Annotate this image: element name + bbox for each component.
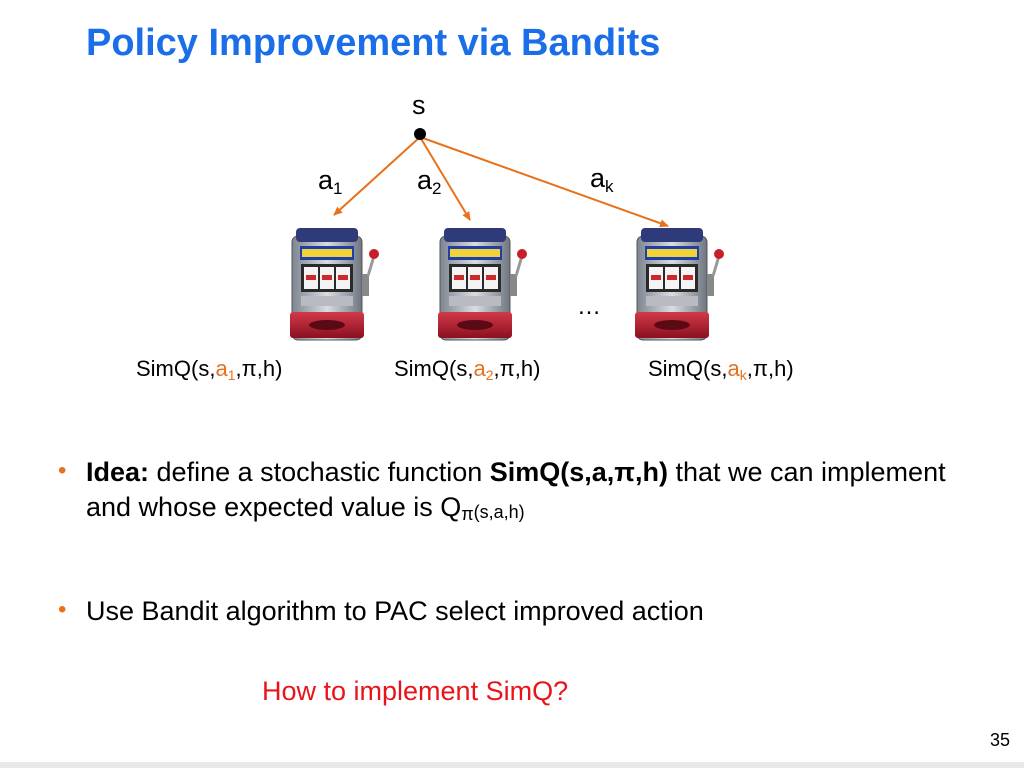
root-node xyxy=(414,128,426,140)
action-label-2: a2 xyxy=(417,165,442,198)
slot-machine-k-icon xyxy=(633,226,726,342)
slot-machine-2-icon xyxy=(436,226,529,342)
footer-bar xyxy=(0,762,1024,768)
bullet-idea-text: Idea: define a stochastic function SimQ(… xyxy=(86,457,946,524)
simq-label-1: SimQ(s,a1,π,h) xyxy=(136,356,283,383)
bullet-marker: • xyxy=(58,596,67,623)
simq-label-k: SimQ(s,ak,π,h) xyxy=(648,356,794,383)
ellipsis: … xyxy=(577,293,601,320)
root-label: s xyxy=(412,90,426,120)
action-label-k: ak xyxy=(590,163,614,196)
bullet-bandit-text: Use Bandit algorithm to PAC select impro… xyxy=(86,596,704,626)
action-label-1: a1 xyxy=(318,165,343,198)
page-number: 35 xyxy=(990,730,1011,750)
edge-ak xyxy=(419,136,669,228)
simq-label-2: SimQ(s,a2,π,h) xyxy=(394,356,541,383)
slide-title: Policy Improvement via Bandits xyxy=(86,22,661,64)
question-text: How to implement SimQ? xyxy=(262,676,569,706)
bullet-marker: • xyxy=(58,457,67,484)
edge-a2 xyxy=(419,136,471,221)
edge-a1 xyxy=(333,136,421,216)
slot-machine-1-icon xyxy=(288,226,381,342)
